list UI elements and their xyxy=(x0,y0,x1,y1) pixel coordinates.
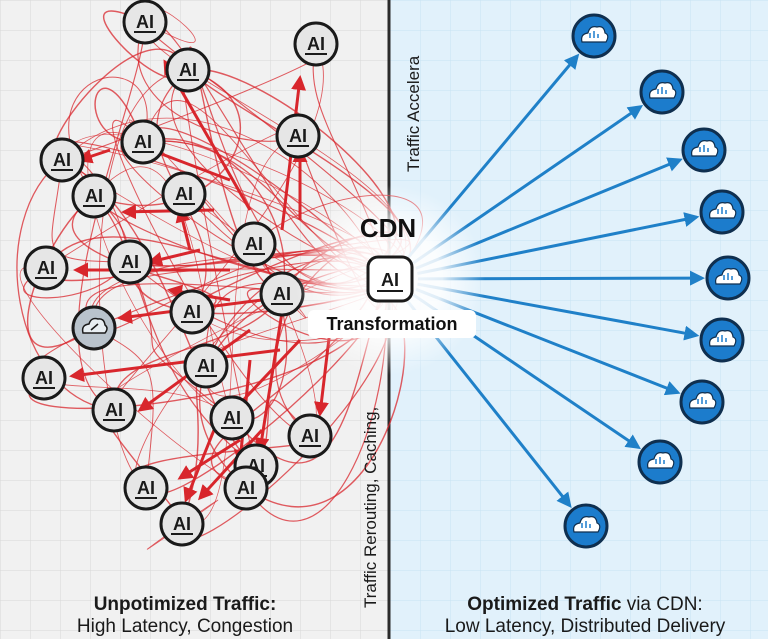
cloud-icon xyxy=(699,317,745,363)
ai-node-label: AI xyxy=(273,284,291,304)
cloud-icon xyxy=(637,439,683,485)
ai-node-label: AI xyxy=(105,400,123,420)
red-arrow xyxy=(254,299,286,453)
tangled-line xyxy=(129,261,233,419)
ai-node-label: AI xyxy=(173,514,191,534)
ai-node-label: AI xyxy=(197,356,215,376)
ai-node-icon: AI xyxy=(287,413,333,459)
ai-node-icon: AI xyxy=(159,501,205,547)
ai-node-icon: AI xyxy=(293,21,339,67)
divider-label-top: Traffic Accelera xyxy=(404,55,423,172)
tangled-line xyxy=(93,69,242,207)
ai-node-icon: AI xyxy=(120,119,166,165)
ai-node-label: AI xyxy=(175,184,193,204)
ai-node-label: AI xyxy=(245,234,263,254)
ai-node-icon: AI xyxy=(91,387,137,433)
tangled-line xyxy=(16,159,115,411)
right-caption-title: Optimized Traffic via CDN: xyxy=(467,594,703,615)
ai-node-icon: AI xyxy=(39,137,85,183)
ai-node-label: AI xyxy=(237,478,255,498)
red-arrow xyxy=(77,148,111,164)
right-caption-subtitle: Low Latency, Distributed Delivery xyxy=(444,616,726,637)
red-arrow xyxy=(175,207,192,251)
ai-node-icon: AI xyxy=(123,465,169,511)
ai-node-label: AI xyxy=(85,186,103,206)
ai-node-icon: AI xyxy=(161,171,207,217)
tangled-line xyxy=(23,195,128,299)
ai-node-icon: AI xyxy=(21,355,67,401)
red-arrow xyxy=(147,248,201,267)
red-arrow xyxy=(197,428,264,501)
ai-node-icon: AI xyxy=(165,47,211,93)
ai-node-label: AI xyxy=(307,34,325,54)
ai-node-label: AI xyxy=(134,132,152,152)
ai-node-icon: AI xyxy=(209,395,255,441)
cloud-icon xyxy=(681,127,727,173)
tangled-line xyxy=(142,138,285,295)
hub-ai-icon: AI xyxy=(381,270,399,290)
ai-node-icon: AI xyxy=(71,173,117,219)
ai-node-label: AI xyxy=(179,60,197,80)
ai-node-label: AI xyxy=(35,368,53,388)
ai-node-label: AI xyxy=(301,426,319,446)
transformation-label: Transformation xyxy=(308,310,476,338)
ai-node-label: AI xyxy=(53,150,71,170)
ai-node-icon: AI xyxy=(23,245,69,291)
cloud-icon xyxy=(705,255,751,301)
red-arrow xyxy=(177,438,241,480)
hub-node: AI xyxy=(366,255,414,303)
tangled-line xyxy=(112,120,311,437)
tangled-line xyxy=(93,327,154,489)
tangled-line xyxy=(77,21,146,411)
ai-node-icon: AI xyxy=(122,0,168,45)
ai-node-label: AI xyxy=(137,478,155,498)
red-arrow xyxy=(69,348,281,382)
ai-node-label: AI xyxy=(223,408,241,428)
cloud-icon xyxy=(699,189,745,235)
ai-node-label: AI xyxy=(136,12,154,32)
left-caption: Unpotimized Traffic: High Latency, Conge… xyxy=(20,594,350,638)
divider-label-bottom: Traffic Rerouting, Caching, xyxy=(361,407,380,608)
cloud-icon xyxy=(639,69,685,115)
ai-node-icon: AI xyxy=(183,343,229,389)
hub-title: CDN xyxy=(359,213,417,243)
tangled-line xyxy=(51,159,131,263)
cloud-icon xyxy=(679,379,725,425)
ai-node-label: AI xyxy=(121,252,139,272)
ai-node-icon: AI xyxy=(169,289,215,335)
ai-node-label: AI xyxy=(289,126,307,146)
cloud-icon xyxy=(571,13,617,59)
ai-node-label: AI xyxy=(183,302,201,322)
left-nodes: AI AI AI AI AI AI AI AI AI AI AI AI AI AI AI AI AI AI AI AI… xyxy=(21,0,339,547)
tangled-line xyxy=(27,195,95,348)
cloud-icon xyxy=(563,503,609,549)
ai-node-icon: AI xyxy=(259,271,305,317)
tangled-line xyxy=(181,135,299,526)
ai-node-icon: AI xyxy=(231,221,277,267)
right-nodes xyxy=(563,13,751,549)
right-caption: Optimized Traffic via CDN: Low Latency, … xyxy=(405,594,765,638)
ai-node-icon: AI xyxy=(107,239,153,285)
gear-cloud-icon xyxy=(71,305,117,351)
ai-node-label: AI xyxy=(37,258,55,278)
left-caption-title: Unpotimized Traffic: xyxy=(93,594,277,615)
left-caption-subtitle: High Latency, Congestion xyxy=(76,616,294,637)
ai-node-icon: AI xyxy=(275,113,321,159)
tangled-line xyxy=(98,69,189,489)
ai-node-icon: AI xyxy=(223,465,269,511)
